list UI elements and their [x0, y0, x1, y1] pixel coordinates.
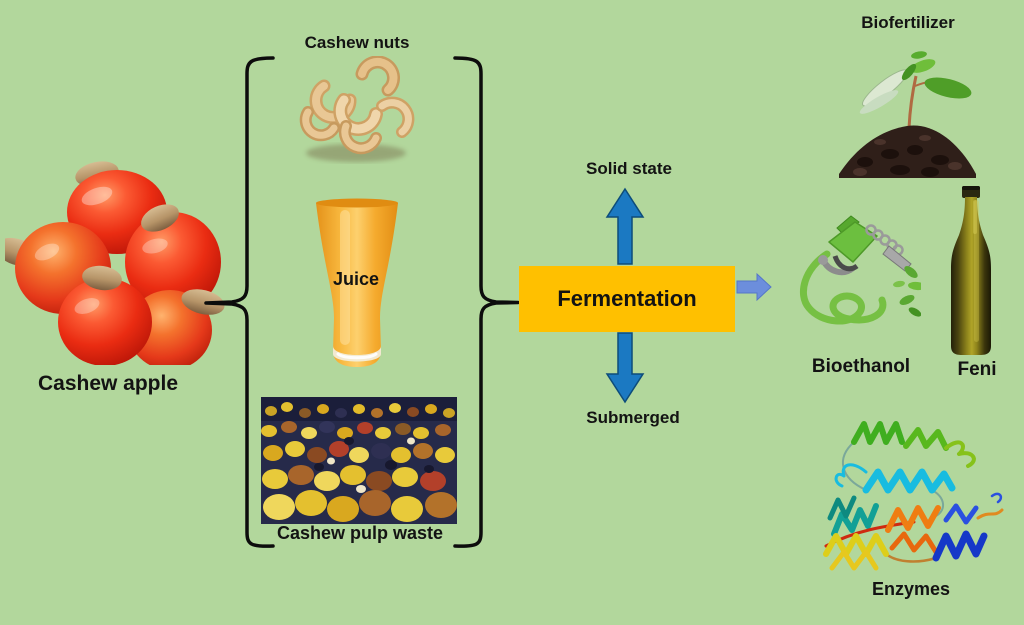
enzymes-image — [823, 421, 1004, 571]
submerged-arrow-icon — [605, 332, 645, 404]
juice-glass-image — [316, 198, 398, 367]
pulp-waste-label: Cashew pulp waste — [276, 523, 444, 543]
output-arrow-icon — [736, 272, 772, 302]
bioethanol-nozzle-image — [799, 215, 921, 325]
juice-label: Juice — [332, 269, 380, 289]
enzymes-label: Enzymes — [871, 579, 951, 599]
cashew-apple-label: Cashew apple — [37, 372, 179, 395]
cashew-nuts-label: Cashew nuts — [304, 33, 410, 52]
feni-bottle-image — [951, 186, 991, 355]
cashew-nuts-image — [299, 56, 415, 162]
fermentation-box: Fermentation — [519, 266, 735, 332]
right-brace — [453, 56, 520, 548]
biofertilizer-image — [839, 51, 976, 178]
bioethanol-label: Bioethanol — [811, 356, 911, 377]
biofertilizer-label: Biofertilizer — [861, 13, 955, 32]
solid-state-label: Solid state — [586, 159, 672, 178]
solid-state-arrow-icon — [605, 187, 645, 265]
fermentation-label: Fermentation — [557, 286, 697, 311]
cashew-pulp-waste-image — [261, 397, 457, 524]
submerged-label: Submerged — [586, 408, 680, 427]
feni-label: Feni — [957, 359, 997, 380]
cashew-apple-image — [5, 161, 225, 365]
